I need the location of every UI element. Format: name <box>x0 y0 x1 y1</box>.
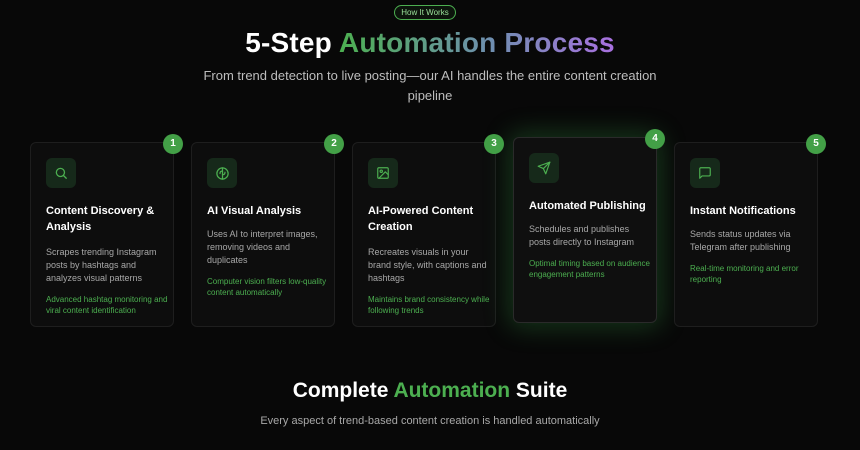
step-number-badge: 4 <box>645 129 665 149</box>
step-icon-box <box>529 153 559 183</box>
suite-title-green: Automation <box>393 379 511 402</box>
search-icon <box>55 167 67 179</box>
step-note: Advanced hashtag monitoring and viral co… <box>46 295 168 315</box>
brain-icon <box>215 166 229 180</box>
suite-title: Complete Automation Suite <box>0 377 860 405</box>
step-title: Automated Publishing <box>529 200 646 212</box>
title-gradient: Automation Process <box>338 27 615 58</box>
page-title: 5-Step Automation Process <box>0 25 860 61</box>
step-card-2[interactable]: AI Visual Analysis Uses AI to interpret … <box>191 142 335 327</box>
how-it-works-badge: How It Works <box>394 5 456 20</box>
step-number-badge: 3 <box>484 134 504 154</box>
step-title: AI Visual Analysis <box>207 205 302 217</box>
step-card-4[interactable]: Automated Publishing Schedules and publi… <box>513 137 657 323</box>
step-description: Recreates visuals in your brand style, w… <box>368 247 487 283</box>
step-description: Sends status updates via Telegram after … <box>690 229 791 252</box>
step-number-badge: 1 <box>163 134 183 154</box>
step-card-3[interactable]: AI-Powered Content Creation Recreates vi… <box>352 142 496 327</box>
step-note: Real-time monitoring and error reporting <box>690 264 799 284</box>
step-note: Computer vision filters low-quality cont… <box>207 277 327 297</box>
step-note: Optimal timing based on audience engagem… <box>529 259 650 279</box>
step-description: Scrapes trending Instagram posts by hash… <box>46 247 157 283</box>
image-icon <box>377 167 389 179</box>
step-description: Schedules and publishes posts directly t… <box>529 224 635 247</box>
step-icon-box <box>207 158 237 188</box>
step-note: Maintains brand consistency while follow… <box>368 295 490 315</box>
title-plain: 5-Step <box>245 27 339 58</box>
step-card-1[interactable]: Content Discovery & Analysis Scrapes tre… <box>30 142 174 327</box>
step-card-5[interactable]: Instant Notifications Sends status updat… <box>674 142 818 327</box>
step-icon-box <box>46 158 76 188</box>
step-title: Content Discovery & Analysis <box>46 205 155 233</box>
step-number-badge: 5 <box>806 134 826 154</box>
step-title: Instant Notifications <box>690 205 796 217</box>
page-subtitle: From trend detection to live posting—our… <box>203 68 657 103</box>
step-description: Uses AI to interpret images, removing vi… <box>207 229 318 265</box>
suite-subtitle: Every aspect of trend-based content crea… <box>260 415 600 427</box>
message-icon <box>699 167 711 179</box>
step-icon-box <box>368 158 398 188</box>
suite-title-end: Suite <box>510 379 568 402</box>
send-icon <box>537 161 551 175</box>
suite-title-plain: Complete <box>292 379 394 402</box>
step-icon-box <box>690 158 720 188</box>
step-title: AI-Powered Content Creation <box>368 205 474 233</box>
step-number-badge: 2 <box>324 134 344 154</box>
